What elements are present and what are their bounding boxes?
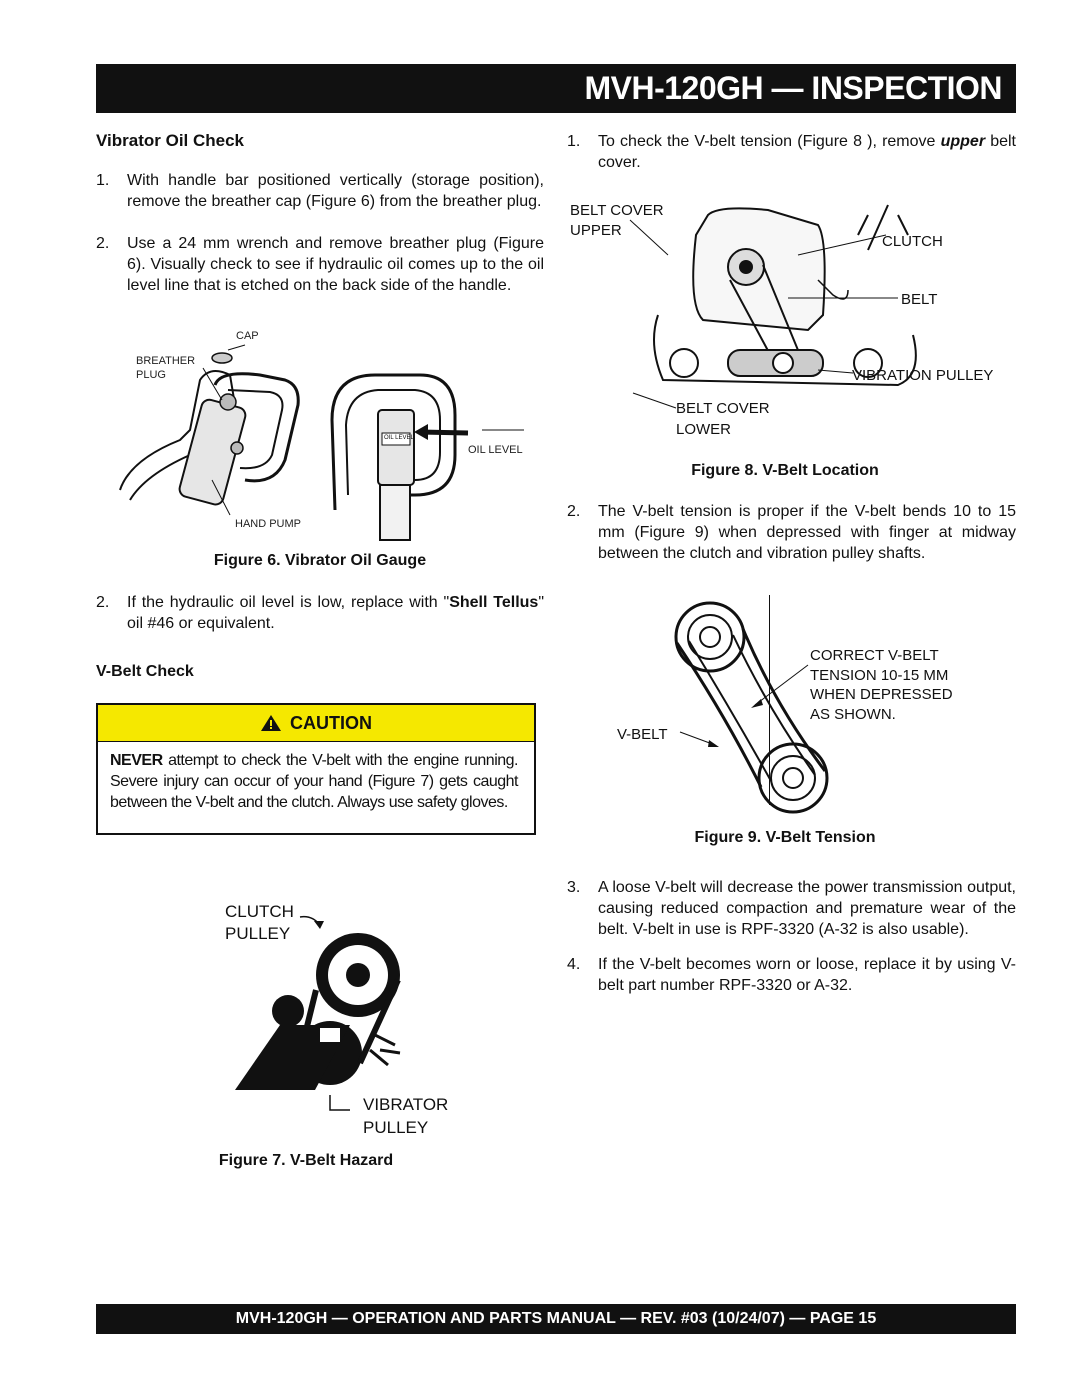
page-footer: MVH-120GH — OPERATION AND PARTS MANUAL —… [96, 1304, 1016, 1334]
belt-tension-drawing [674, 595, 829, 814]
step-number: 1. [567, 133, 581, 150]
step-text: To check the V-belt tension (Figure 8 ),… [598, 133, 1017, 171]
tension-label-line-3: WHEN DEPRESSED [810, 686, 953, 703]
cap-label: CAP [236, 330, 259, 342]
belt-label: BELT [901, 291, 938, 308]
clutch-pulley-label: PULLEY [225, 924, 291, 943]
tension-label-line-2: TENSION 10-15 MM [810, 667, 949, 684]
step-text: With handle bar positioned vertically (s… [127, 172, 544, 210]
vibrator-label: VIBRATOR [363, 1095, 449, 1114]
caution-box: CAUTION NEVER attempt to check the V-bel… [96, 703, 536, 835]
step-number: 3. [567, 879, 581, 896]
oil-gauge-drawing [119, 344, 524, 541]
step-number: 1. [96, 172, 110, 189]
plug-label: PLUG [136, 369, 166, 381]
upper-label: UPPER [570, 222, 622, 239]
vibration-pulley-label: VIBRATION PULLEY [852, 367, 994, 384]
oil-level-label: OIL LEVEL [468, 444, 523, 456]
vbelt-hazard-drawing [235, 915, 401, 1111]
list-item: 2. The V-belt tension is proper if the V… [567, 501, 1016, 564]
figure-8-illustration: BELT COVER UPPER CLUTCH BELT VIBRATION P… [568, 195, 1018, 445]
step-text: If the hydraulic oil level is low, repla… [127, 594, 544, 632]
list-item: 1. With handle bar positioned vertically… [96, 170, 544, 212]
step-number: 2. [567, 503, 581, 520]
figure-9-caption: Figure 9. V-Belt Tension [694, 829, 876, 846]
product-name: Shell Tellus [449, 594, 539, 611]
step-text: Use a 24 mm wrench and remove breather p… [127, 235, 544, 294]
step-text: If the V-belt becomes worn or loose, rep… [598, 956, 1016, 994]
breather-label: BREATHER [136, 355, 196, 367]
step-text: The V-belt tension is proper if the V-be… [598, 503, 1016, 562]
figure-9-illustration: CORRECT V-BELT TENSION 10-15 MM WHEN DEP… [615, 595, 1015, 820]
tension-label-line-1: CORRECT V-BELT [810, 647, 939, 664]
clutch-label: CLUTCH [225, 902, 294, 921]
figure-6-caption: Figure 6. Vibrator Oil Gauge [213, 552, 427, 569]
caution-title: CAUTION [290, 712, 372, 733]
figure-7-illustration: CLUTCH PULLEY VIBRATOR PULLEY [220, 895, 510, 1145]
caution-text: NEVER attempt to check the V-belt with t… [110, 752, 519, 811]
list-item: 3. A loose V-belt will decrease the powe… [567, 877, 1016, 940]
belt-location-drawing [629, 204, 917, 409]
vbelt-label: V-BELT [617, 726, 668, 743]
vibrator-pulley-label: PULLEY [363, 1118, 429, 1137]
list-item: 4. If the V-belt becomes worn or loose, … [567, 954, 1016, 996]
step-text: A loose V-belt will decrease the power t… [598, 879, 1016, 938]
lower-label: LOWER [676, 421, 732, 438]
caution-header: CAUTION [98, 705, 534, 742]
list-item: 1. To check the V-belt tension (Figure 8… [567, 131, 1016, 173]
step-number: 2. [96, 235, 110, 252]
hand-pump-label: HAND PUMP [235, 518, 302, 530]
oil-level-mark: OIL LEVEL [384, 435, 414, 441]
clutch-label: CLUTCH [882, 233, 943, 250]
tension-label-line-4: AS SHOWN. [810, 706, 896, 723]
section-heading-oil-check: Vibrator Oil Check [96, 131, 245, 150]
list-item: 2. Use a 24 mm wrench and remove breathe… [96, 233, 544, 296]
figure-7-caption: Figure 7. V-Belt Hazard [218, 1152, 394, 1169]
belt-cover-lower-label: BELT COVER [676, 400, 770, 417]
section-heading-vbelt: V-Belt Check [96, 663, 194, 680]
step-number: 2. [96, 594, 110, 611]
figure-6-illustration: CAP BREATHER PLUG OIL LEVEL HAND PUMP OI… [110, 320, 540, 541]
page-title: MVH-120GH — INSPECTION [96, 64, 1016, 113]
step-number: 4. [567, 956, 581, 973]
warning-icon [261, 715, 281, 731]
figure-8-caption: Figure 8. V-Belt Location [691, 462, 879, 479]
list-item: 2. If the hydraulic oil level is low, re… [96, 592, 544, 634]
belt-cover-upper-label: BELT COVER [570, 202, 664, 219]
